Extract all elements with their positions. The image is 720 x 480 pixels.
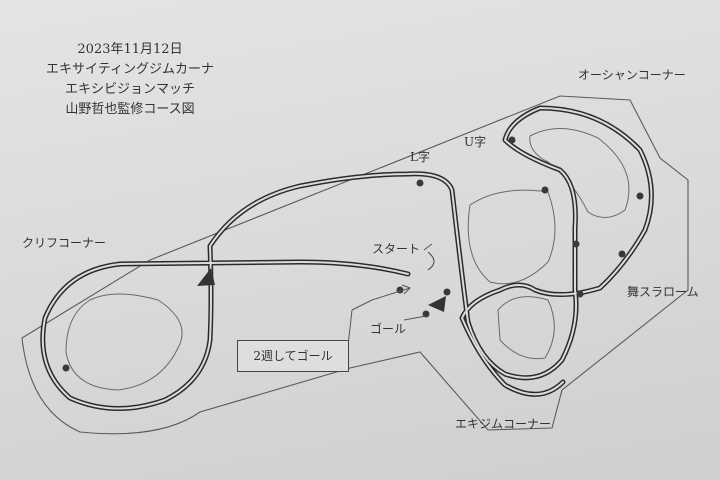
- pylons: [62, 136, 644, 372]
- direction-arrow-left: [197, 268, 215, 286]
- label-exim-corner: エキジムコーナー: [455, 417, 552, 431]
- island-center: [467, 189, 556, 285]
- start-arrow-outline-head: [401, 284, 411, 295]
- pylon: [572, 240, 580, 248]
- pylon: [618, 250, 626, 258]
- pylon: [416, 179, 424, 187]
- label-l-turn: L字: [410, 150, 430, 164]
- title-event: エキサイティングジムカーナ: [46, 62, 214, 77]
- pylon: [541, 186, 549, 194]
- leader-start: [423, 243, 433, 251]
- driving-line: [40, 105, 654, 411]
- island-cliff: [65, 293, 183, 391]
- label-ocean-corner: オーシャンコーナー: [578, 68, 686, 82]
- island-lower: [497, 296, 555, 360]
- title-date: 2023年11月12日: [77, 42, 183, 57]
- driving-line-inner: [41, 107, 653, 410]
- note-two-laps: 2週してゴール: [237, 340, 349, 372]
- label-mai-slalom: 舞スラローム: [627, 285, 699, 299]
- pylon: [636, 192, 644, 200]
- title-block: 2023年11月12日 エキサイティングジムカーナ エキシビジョンマッチ 山野哲…: [40, 40, 220, 120]
- start-marker: [427, 251, 435, 271]
- start-arrow-outline: [371, 287, 411, 301]
- pylon: [576, 290, 584, 298]
- island-ocean: [529, 127, 630, 218]
- leader-goal: [403, 315, 427, 321]
- title-match: エキシビジョンマッチ: [64, 82, 195, 97]
- leader-note-2: [351, 299, 373, 311]
- pylon: [422, 310, 430, 318]
- pylon: [508, 136, 516, 144]
- pylon: [443, 288, 451, 296]
- pylon: [62, 364, 70, 372]
- direction-arrow-goal: [428, 296, 446, 312]
- label-cliff-corner: クリフコーナー: [22, 236, 107, 250]
- label-goal: ゴール: [370, 322, 407, 336]
- venue-boundary: [21, 95, 689, 435]
- label-start: スタート: [372, 242, 421, 256]
- label-u-turn: U字: [464, 135, 487, 149]
- title-course: 山野哲也監修コース図: [65, 102, 195, 117]
